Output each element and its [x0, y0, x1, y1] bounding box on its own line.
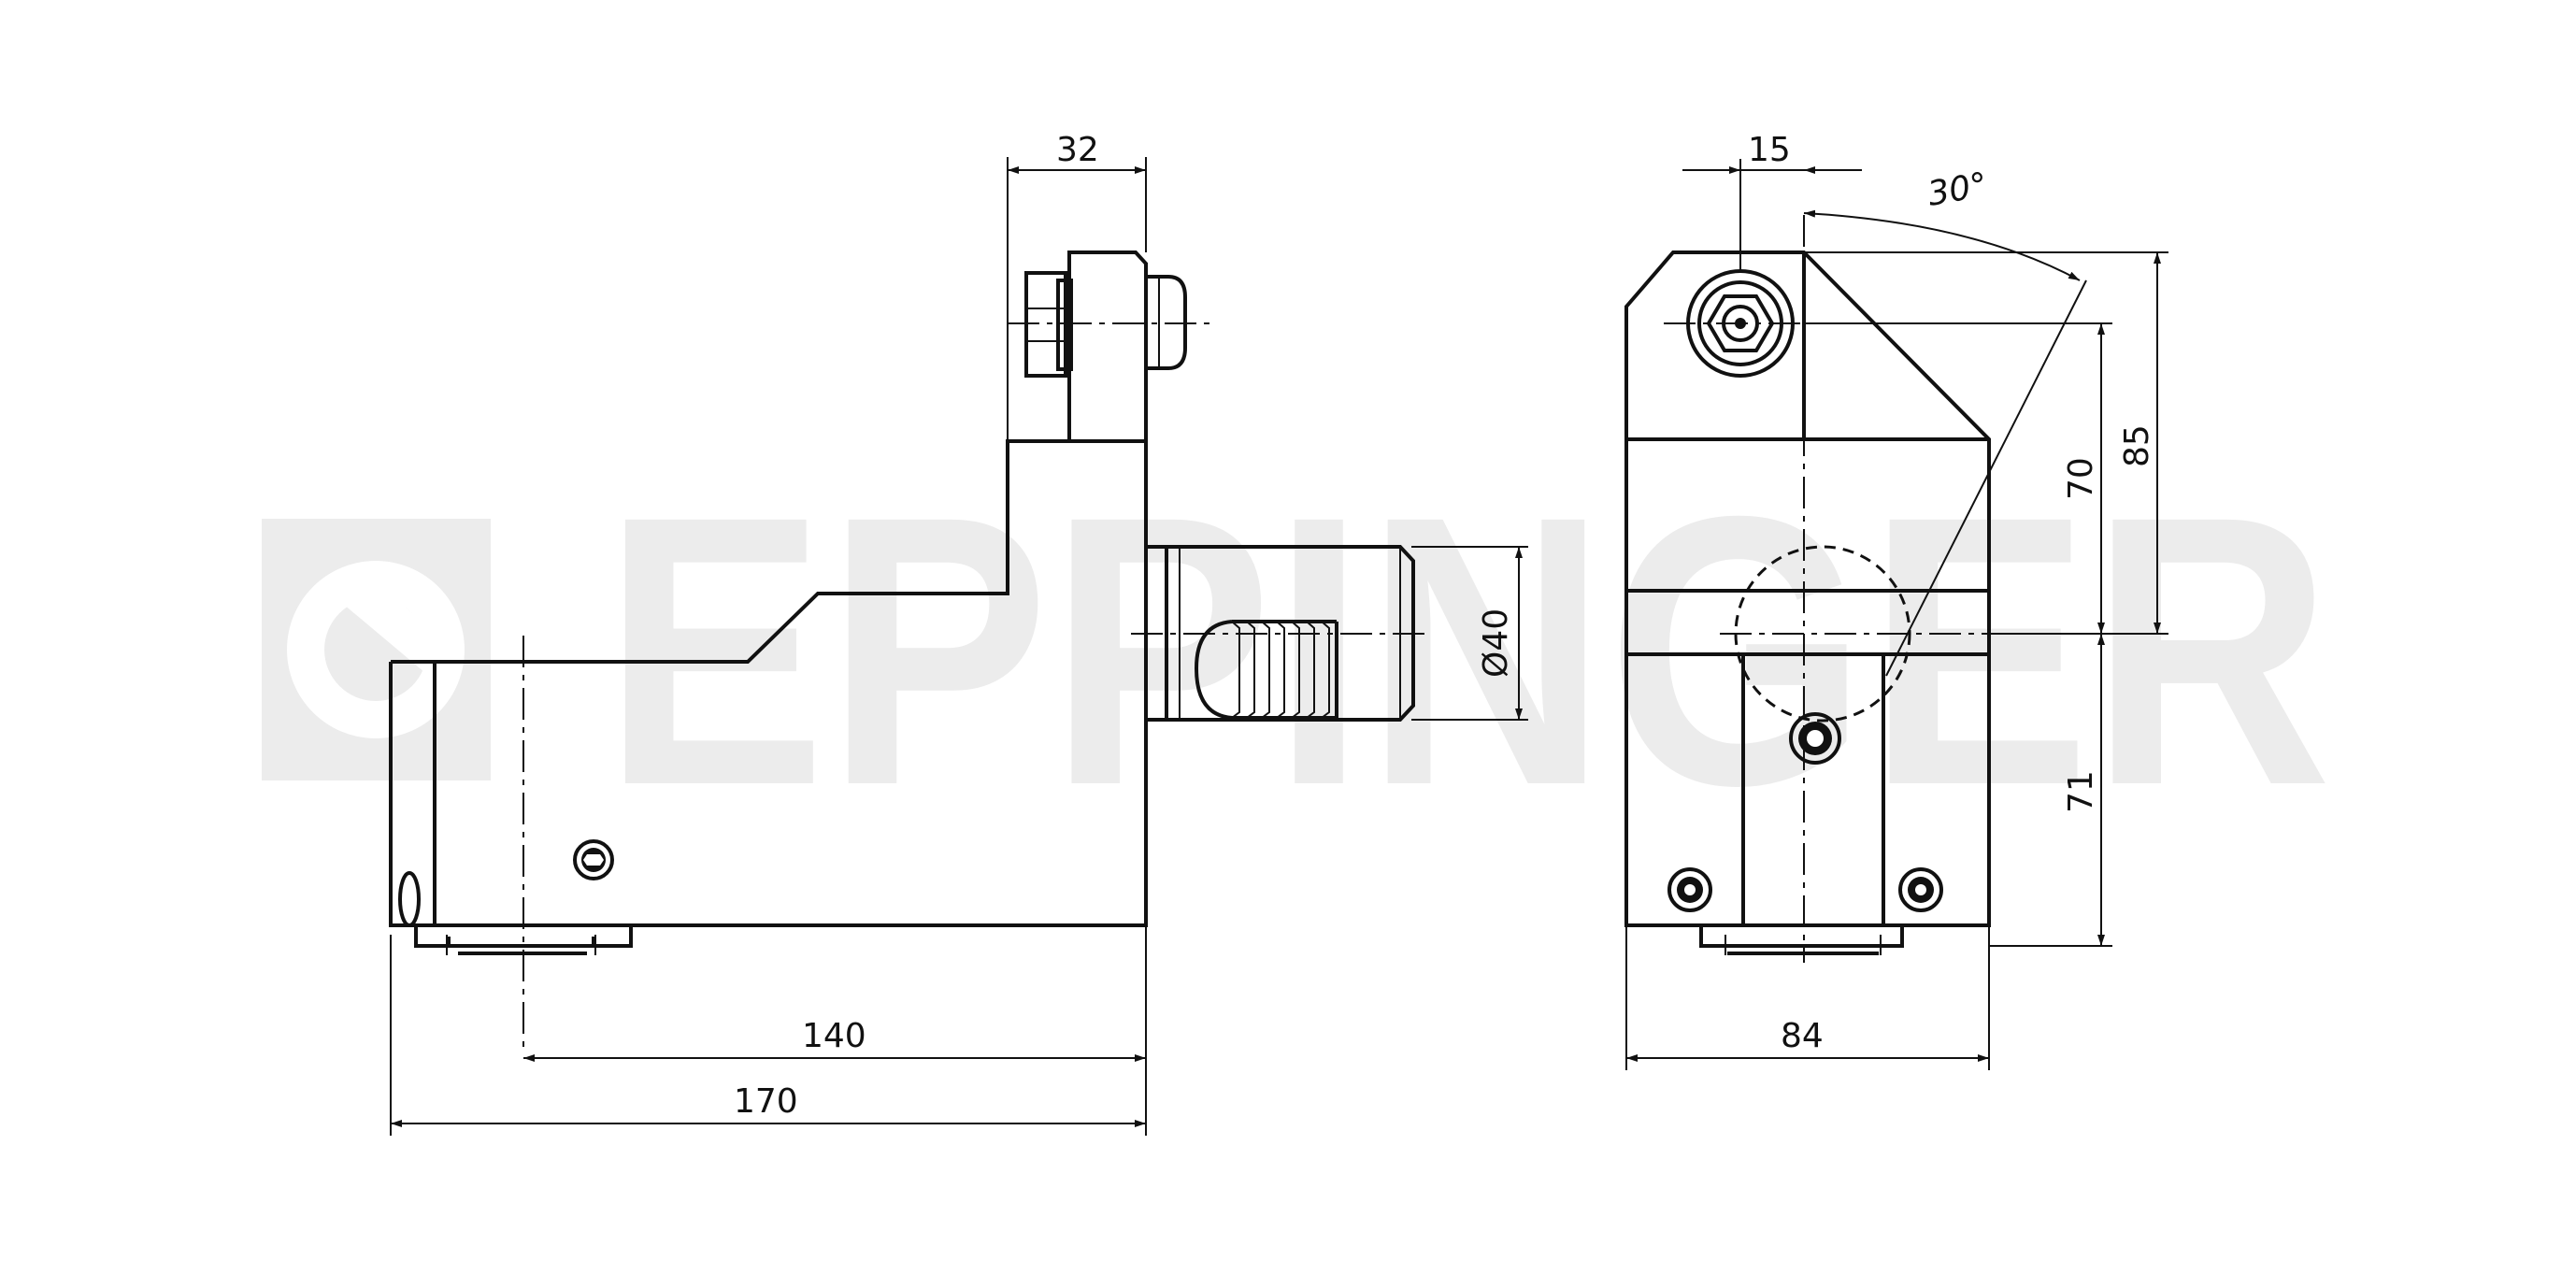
front-bottom-screw-left — [1667, 867, 1712, 912]
dim-70: 70 — [2062, 457, 2100, 500]
front-view — [1624, 159, 2168, 1070]
shank-serration — [1276, 621, 1285, 719]
shank-serration — [1231, 621, 1240, 719]
shank-serration — [1246, 621, 1255, 719]
watermark-logo — [262, 519, 491, 780]
shank-serration — [1291, 621, 1300, 719]
shank-serration — [1321, 621, 1330, 719]
dim-angle-30: 30° — [1925, 165, 1990, 213]
side-oval-slot — [398, 871, 421, 927]
dim-diameter-40: Ø40 — [1477, 608, 1515, 678]
front-bottom-screw-right — [1898, 867, 1943, 912]
dim-84: 84 — [1781, 1017, 1824, 1055]
shank-serration — [1261, 621, 1270, 719]
dim-140: 140 — [802, 1017, 866, 1055]
side-view — [389, 157, 1528, 1136]
dim-71: 71 — [2062, 770, 2100, 813]
dim-85: 85 — [2118, 424, 2156, 467]
watermark-text: EPPINGER — [603, 436, 2332, 865]
front-center-screw — [1789, 712, 1841, 765]
dim-170: 170 — [734, 1082, 798, 1121]
side-set-screw — [573, 839, 614, 880]
dim-15: 15 — [1748, 131, 1791, 169]
shank-serration — [1306, 621, 1315, 719]
dim-32: 32 — [1056, 131, 1099, 169]
front-base-plate — [1699, 925, 1904, 955]
